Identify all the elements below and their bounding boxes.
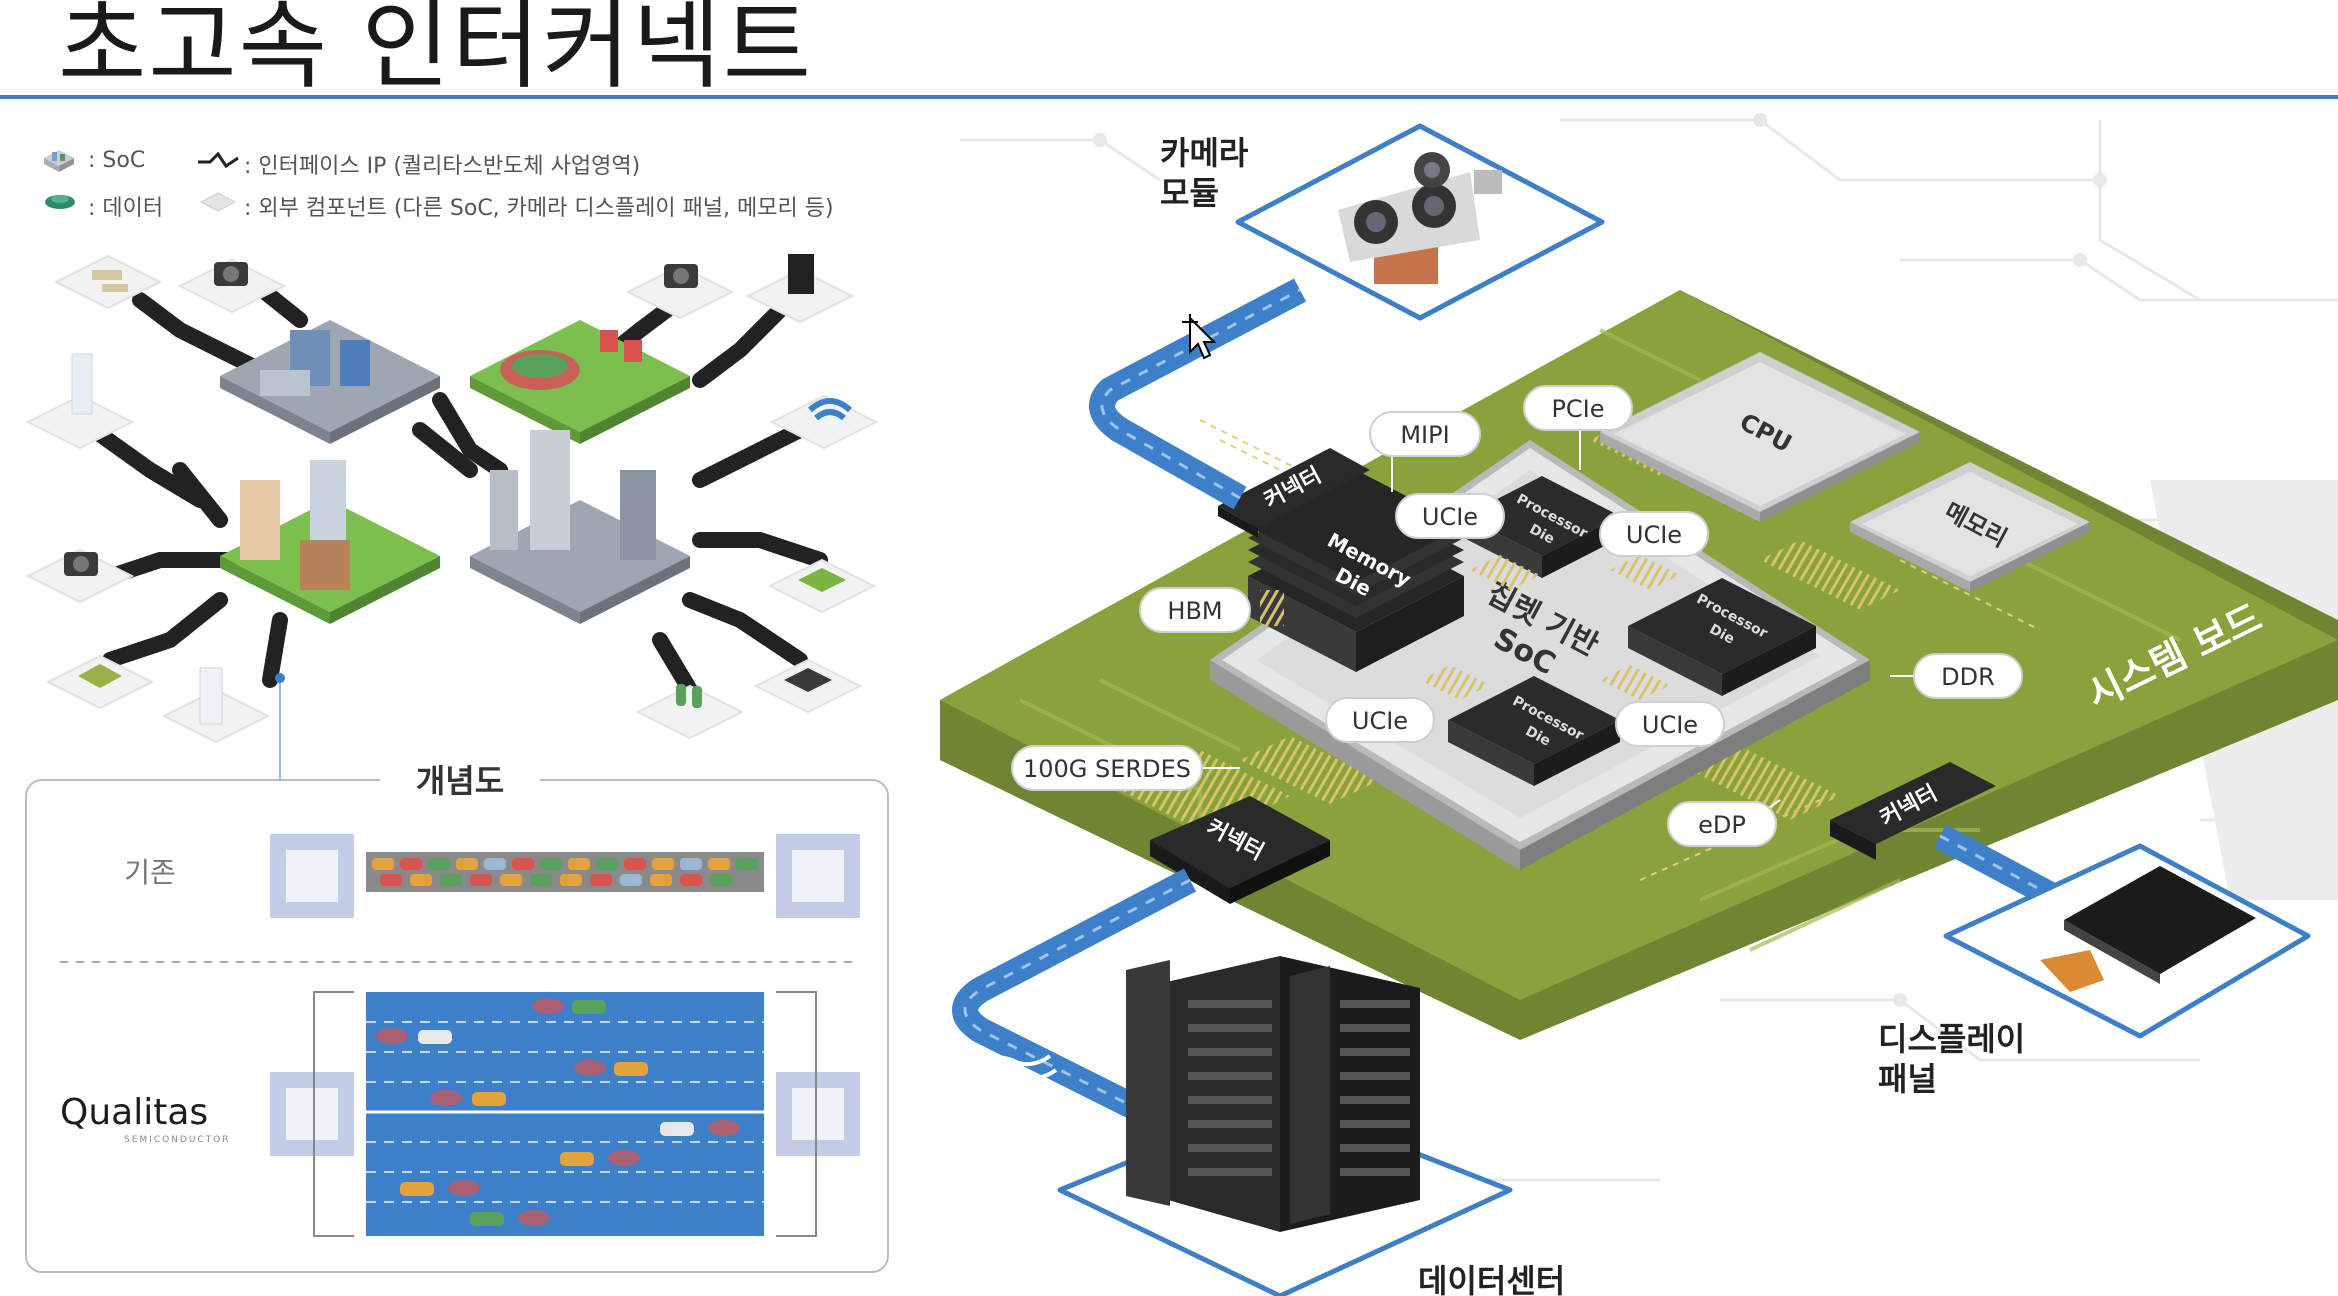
qualitas-brand-sub: SEMICONDUCTOR xyxy=(124,1135,231,1145)
camera-module-label-2: 모듈 xyxy=(1160,174,1219,212)
camera-module xyxy=(1235,123,1605,321)
ucie-links xyxy=(1420,555,1680,700)
processor-die-bottom: Processor Die xyxy=(1448,676,1620,786)
callout-serdes: 100G SERDES xyxy=(1011,745,1203,791)
svg-text:HBM: HBM xyxy=(1167,597,1222,625)
city-block-grey-bottom xyxy=(470,430,690,624)
concept-box: 개념도 기존 Qualita xyxy=(25,762,889,1273)
legacy-label: 기존 xyxy=(124,856,176,889)
page-title: 초고속 인터커넥트 xyxy=(58,0,814,102)
legend-interface-ip-label: : 인터페이스 IP (퀄리타스반도체 사업영역) xyxy=(244,154,641,179)
callout-pcie: PCIe xyxy=(1523,385,1633,431)
qualitas-chip-left-icon xyxy=(270,1072,354,1156)
callout-edp: eDP xyxy=(1667,801,1777,847)
callout-mipi: MIPI xyxy=(1369,411,1481,457)
svg-text:eDP: eDP xyxy=(1698,811,1746,839)
data-legend-icon xyxy=(45,195,75,209)
title-divider xyxy=(0,95,2338,99)
svg-text:MIPI: MIPI xyxy=(1400,421,1449,449)
callout-ucie-top-right: UCIe xyxy=(1599,511,1709,557)
city-illustration xyxy=(25,254,879,780)
svg-text:UCIe: UCIe xyxy=(1352,707,1408,735)
memory-block: 메모리 xyxy=(1850,462,2090,592)
qualitas-highway xyxy=(366,992,764,1236)
concept-title: 개념도 xyxy=(416,762,504,800)
processor-die-right: Processor Die xyxy=(1628,578,1816,696)
connector-bottom-left: 커넥터 xyxy=(1150,796,1330,904)
qualitas-brand-label: Qualitas xyxy=(60,1092,208,1133)
server-door-icon xyxy=(1126,960,1170,1206)
display-panel-label-2: 패널 xyxy=(1878,1060,1937,1098)
svg-text:PCIe: PCIe xyxy=(1551,395,1604,423)
data-paths xyxy=(952,278,2067,1122)
callout-ddr: DDR xyxy=(1913,653,2023,699)
mouse-cursor-icon xyxy=(1182,314,1217,360)
callout-ucie-bottom-right: UCIe xyxy=(1615,701,1725,747)
peripheral-icons xyxy=(64,254,853,725)
callout-ucie-top-left: UCIe xyxy=(1395,493,1505,539)
svg-text:UCIe: UCIe xyxy=(1422,503,1478,531)
external-component-legend-icon xyxy=(199,192,237,212)
callout-hbm: HBM xyxy=(1139,587,1251,633)
legacy-chip-right-icon xyxy=(776,834,860,918)
camera-module-label-1: 카메라 xyxy=(1160,134,1249,172)
callout-ucie-bottom-left: UCIe xyxy=(1325,697,1435,743)
datacenter-label: 데이터센터 xyxy=(1418,1262,1565,1296)
qualitas-traffic xyxy=(376,998,740,1226)
legend-soc-label: : SoC xyxy=(88,148,146,173)
svg-text:UCIe: UCIe xyxy=(1642,711,1698,739)
display-panel-label-1: 디스플레이 xyxy=(1878,1020,2025,1058)
datacenter xyxy=(1057,956,1513,1296)
city-block-green-top xyxy=(470,320,690,444)
city-block-grey-top xyxy=(220,320,440,444)
display-panel xyxy=(1943,843,2311,1039)
city-block-green-bottom xyxy=(220,460,440,624)
legend-data-label: : 데이터 xyxy=(88,196,164,221)
cpu-block: CPU xyxy=(1600,352,1920,522)
qualitas-logo: Qualitas SEMICONDUCTOR xyxy=(60,1092,231,1145)
path-break-icon xyxy=(970,1054,1058,1084)
svg-text:UCIe: UCIe xyxy=(1626,521,1682,549)
legacy-chip-left-icon xyxy=(270,834,354,918)
qualitas-chip-right-icon xyxy=(776,1072,860,1156)
legacy-traffic xyxy=(372,858,758,886)
soc-legend-icon xyxy=(44,150,74,172)
svg-text:100G SERDES: 100G SERDES xyxy=(1023,755,1191,783)
legend-external-label: : 외부 컴포넌트 (다른 SoC, 카메라 디스플레이 패널, 메모리 등) xyxy=(244,196,834,221)
interface-ip-legend-icon xyxy=(198,151,239,169)
svg-text:DDR: DDR xyxy=(1941,663,1995,691)
display-ribbon-icon xyxy=(2040,950,2104,992)
